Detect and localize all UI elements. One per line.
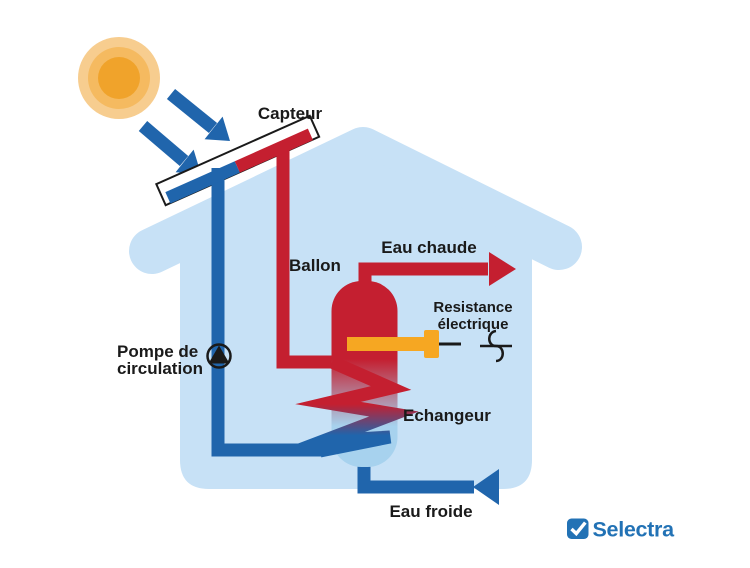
- checkmark-glyph: [570, 521, 587, 537]
- ac-sine: [488, 329, 504, 363]
- collector-absorber: [165, 128, 313, 204]
- label-pompe-line1: Pompe de: [117, 342, 198, 361]
- cold-circuit-pipe: [211, 168, 321, 457]
- resistance-heating-element: [347, 337, 425, 351]
- label-pompe-line2: circulation: [117, 359, 203, 378]
- sun-icon: [78, 37, 160, 119]
- brand-name: Selectra: [593, 518, 676, 542]
- brand-logo: Selectra: [567, 518, 675, 542]
- checkmark-icon: [567, 518, 589, 539]
- label-resistance-line2: électrique: [438, 316, 509, 333]
- collector-absorber-cold: [165, 161, 240, 204]
- label-eau-froide: Eau froide: [389, 502, 472, 521]
- label-resistance-line1: Resistance: [433, 299, 512, 316]
- ray-shaft: [138, 121, 189, 166]
- label-capteur: Capteur: [258, 104, 323, 123]
- ray-shaft: [166, 88, 218, 134]
- sun-core: [98, 57, 140, 99]
- ac-current-icon: [480, 329, 512, 363]
- hot-water-arrow: [489, 252, 516, 286]
- label-eau-chaude: Eau chaude: [381, 238, 476, 257]
- label-ballon: Ballon: [289, 256, 341, 275]
- pump-circle: [206, 343, 232, 369]
- hot-circuit-pipe: [276, 146, 333, 369]
- resistance-connector: [424, 330, 439, 358]
- circulation-pump-icon: [206, 343, 232, 369]
- label-echangeur: Echangeur: [403, 406, 491, 425]
- pump-triangle: [208, 345, 230, 364]
- collector-absorber-hot: [234, 128, 313, 173]
- ray-arrowhead: [204, 116, 230, 141]
- solar-ray-arrow-icon-2: [138, 121, 201, 174]
- hot-water-pipe: [358, 262, 488, 288]
- cold-water-arrow: [473, 469, 499, 505]
- solar-ray-arrow-icon-1: [166, 88, 230, 141]
- heat-exchanger-coil: [280, 356, 419, 458]
